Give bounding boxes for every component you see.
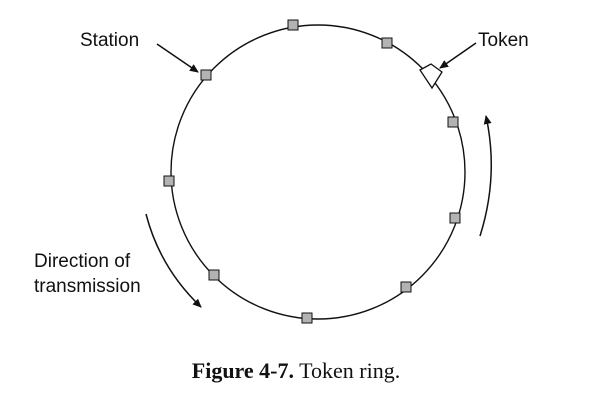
stations (163, 19, 461, 324)
station-label: Station (80, 30, 139, 51)
station-node (449, 212, 461, 224)
station-node (163, 175, 175, 187)
station-node (287, 19, 299, 31)
station-node (400, 281, 412, 293)
figure-title: Token ring. (299, 358, 401, 383)
token-shape (419, 63, 443, 90)
token-label: Token (478, 30, 529, 51)
station-pointer-arrow (156, 43, 199, 73)
station-node (301, 312, 313, 324)
direction-label-line1: Direction of (34, 251, 131, 272)
direction-label-line2: transmission (34, 276, 141, 297)
figure-caption: Figure 4-7. Token ring. (0, 358, 592, 384)
station-node (208, 269, 220, 281)
direction-arrow-left (145, 213, 202, 308)
direction-arrow-right (479, 115, 493, 237)
token-pointer-arrow (439, 42, 477, 69)
ring-circle (170, 24, 466, 320)
station-node (447, 116, 459, 128)
figure-number: Figure 4-7. (191, 358, 295, 383)
station-node (381, 37, 393, 49)
station-node (200, 69, 212, 81)
